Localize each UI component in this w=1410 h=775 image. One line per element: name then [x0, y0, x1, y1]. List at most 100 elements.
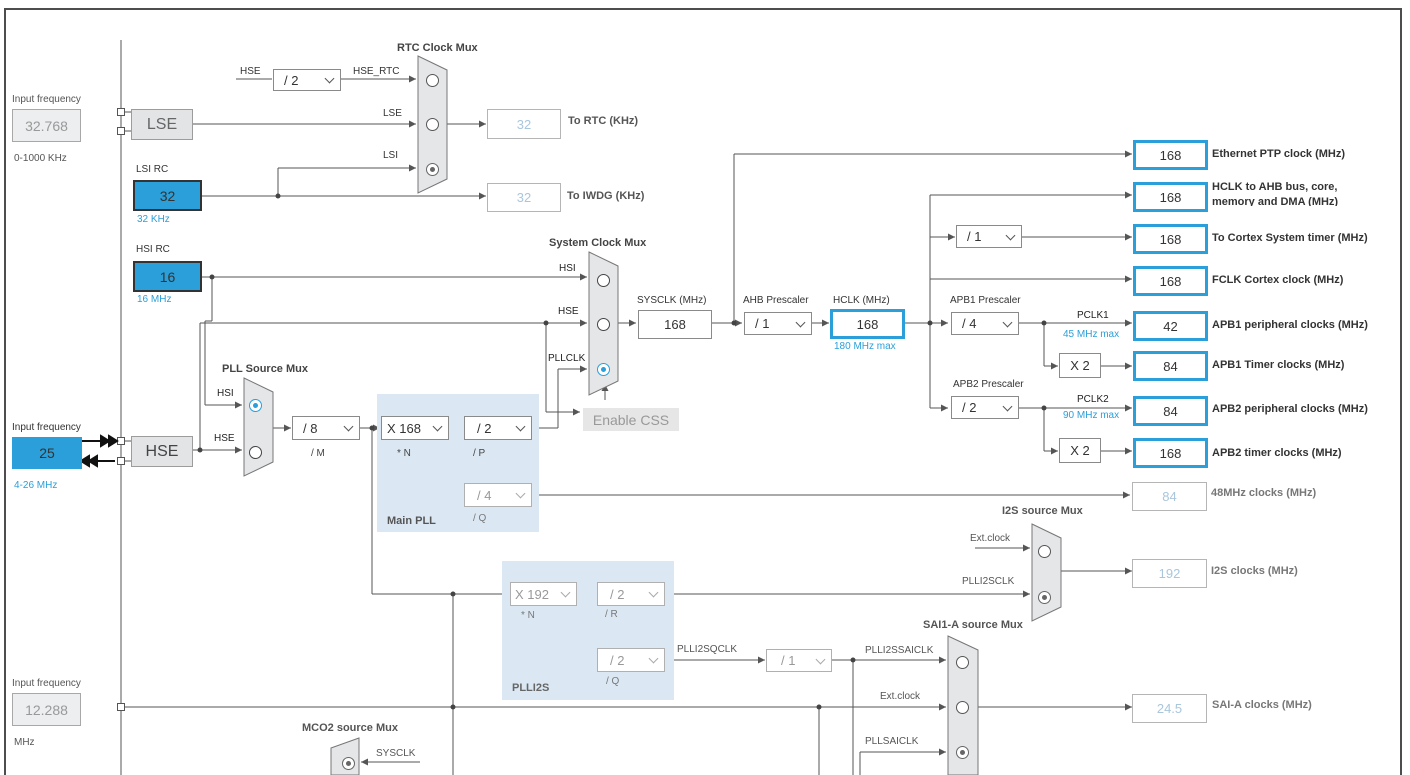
rtc-mux-hse-radio[interactable] — [426, 74, 439, 87]
rtc-lsi-label: LSI — [383, 150, 399, 161]
sai-mux-pllsai-radio[interactable] — [956, 746, 969, 759]
lse-source[interactable]: LSE — [131, 109, 193, 140]
chevron-down-icon — [324, 73, 335, 84]
hclk-max: 180 MHz max — [834, 341, 896, 352]
sysclk-mux-pllclk-radio[interactable] — [597, 363, 610, 376]
chevron-down-icon — [1005, 230, 1016, 240]
plli2s-r-value: / 2 — [610, 586, 625, 602]
main-pll-panel — [377, 394, 539, 532]
hclk-ahb-value[interactable]: 168 — [1133, 182, 1208, 212]
ahb-prescaler-label: AHB Prescaler — [743, 295, 809, 306]
pll-p-label: / P — [473, 448, 486, 459]
plli2s-title: PLLI2S — [512, 682, 550, 694]
sysclk-mux-hse-radio[interactable] — [597, 318, 610, 331]
sai-a-clock-value: 24.5 — [1132, 694, 1207, 723]
hclk-value[interactable]: 168 — [830, 309, 905, 339]
iwdg-output-label: To IWDG (KHz) — [567, 190, 645, 202]
rtc-mux-lse-radio[interactable] — [426, 118, 439, 131]
chevron-down-icon — [795, 317, 806, 327]
ahb-prescaler-select[interactable]: / 1 — [744, 312, 812, 335]
apb1-prescaler-select[interactable]: / 4 — [951, 312, 1019, 335]
i2s-clock-value: 192 — [1132, 559, 1207, 588]
apb2-prescaler-select[interactable]: / 2 — [951, 396, 1019, 419]
plli2s-q-divider[interactable]: / 2 — [597, 648, 665, 672]
chevron-down-icon — [560, 587, 571, 598]
sai-a-clock-label: SAI-A clocks (MHz) — [1212, 699, 1312, 711]
rtc-mux-lsi-radio[interactable] — [426, 163, 439, 176]
i2s-mux-ext-radio[interactable] — [1038, 545, 1051, 558]
chevron-down-icon — [1002, 317, 1013, 327]
pll-p-divider[interactable]: / 2 — [464, 416, 532, 440]
plli2s-r-label: / R — [605, 609, 618, 620]
sai-mux-ext-radio[interactable] — [956, 701, 969, 714]
ahb-prescaler-value: / 1 — [755, 316, 770, 331]
pll-m-label: / M — [311, 448, 325, 459]
hse-source[interactable]: HSE — [131, 436, 193, 467]
hclk-ahb-label-line1: HCLK to AHB bus, core, — [1212, 181, 1338, 193]
lsi-rc-label: LSI RC — [136, 164, 169, 175]
rtc-hse-divider-value: / 2 — [284, 72, 299, 88]
hse-input-label: Input frequency — [12, 422, 81, 433]
hclk-ahb-label: HCLK to AHB bus, core, memory and DMA (M… — [1212, 180, 1338, 206]
apb1-peripheral-value[interactable]: 42 — [1133, 311, 1208, 341]
hsi-rc-source[interactable]: 16 — [133, 261, 202, 292]
sysclk-mux-hsi-radio[interactable] — [597, 274, 610, 287]
pll-source-hsi-label: HSI — [217, 388, 234, 399]
sai-plli2s-divider-value: / 1 — [781, 653, 796, 668]
sysclk-hse-label: HSE — [558, 306, 579, 317]
ethernet-ptp-clock-value[interactable]: 168 — [1133, 140, 1208, 170]
apb2-timer-label: APB2 timer clocks (MHz) — [1212, 447, 1342, 459]
chevron-down-icon — [648, 653, 659, 664]
ethernet-ptp-clock-label: Ethernet PTP clock (MHz) — [1212, 148, 1346, 160]
sai-plli2s-divider[interactable]: / 1 — [766, 649, 832, 672]
sysclk-value[interactable]: 168 — [638, 310, 712, 339]
i2s-input-frequency[interactable]: 12.288 — [12, 693, 81, 726]
rtc-hse-divider[interactable]: / 2 — [273, 69, 341, 91]
apb2-prescaler-label: APB2 Prescaler — [953, 379, 1024, 390]
chevron-down-icon — [343, 421, 354, 432]
apb1-timer-value[interactable]: 84 — [1133, 351, 1208, 381]
48mhz-clock-value: 84 — [1132, 482, 1207, 511]
i2s-mux-pll-radio[interactable] — [1038, 591, 1051, 604]
chevron-down-icon — [515, 421, 526, 432]
plli2s-q-label: / Q — [606, 676, 620, 687]
apb2-timer-value[interactable]: 168 — [1133, 438, 1208, 468]
chevron-down-icon — [815, 654, 826, 664]
apb1-prescaler-value: / 4 — [962, 316, 977, 331]
sai-pllsai-label: PLLSAICLK — [865, 736, 919, 747]
pll-q-divider[interactable]: / 4 — [464, 483, 532, 507]
plli2s-r-divider[interactable]: / 2 — [597, 582, 665, 606]
pclk1-max: 45 MHz max — [1063, 329, 1120, 340]
enable-css-button[interactable]: Enable CSS — [583, 408, 679, 431]
hsi-rc-label: HSI RC — [136, 244, 170, 255]
mco2-mux-title: MCO2 source Mux — [302, 722, 398, 734]
hsi-rc-freq: 16 MHz — [137, 294, 172, 305]
pll-source-hsi-radio[interactable] — [249, 399, 262, 412]
cortex-timer-divider[interactable]: / 1 — [956, 225, 1022, 248]
plli2sqclk-label: PLLI2SQCLK — [677, 644, 738, 655]
lse-input-label: Input frequency — [12, 94, 81, 105]
lsi-rc-source[interactable]: 32 — [133, 180, 202, 211]
lsi-rc-freq: 32 KHz — [137, 214, 170, 225]
pll-source-hse-radio[interactable] — [249, 446, 262, 459]
mco2-mux-sysclk-radio[interactable] — [342, 757, 355, 770]
sai-mux-title: SAI1-A source Mux — [923, 619, 1023, 631]
plli2s-n-multiplier[interactable]: X 192 — [510, 582, 577, 606]
rtc-hse-label: HSE — [240, 66, 261, 77]
pclk2-label: PCLK2 — [1077, 394, 1109, 405]
rtc-output-value: 32 — [487, 109, 561, 139]
i2s-plli2sclk-label: PLLI2SCLK — [962, 576, 1015, 587]
pll-m-divider[interactable]: / 8 — [292, 416, 360, 440]
hse-input-frequency[interactable]: 25 — [12, 437, 82, 469]
fclk-cortex-label: FCLK Cortex clock (MHz) — [1212, 274, 1344, 286]
lse-input-frequency[interactable]: 32.768 — [12, 109, 81, 142]
cortex-system-timer-value[interactable]: 168 — [1133, 224, 1208, 254]
hse-input-range: 4-26 MHz — [14, 480, 58, 491]
sysclk-hsi-label: HSI — [559, 263, 576, 274]
sai-mux-plli2s-radio[interactable] — [956, 656, 969, 669]
fclk-cortex-value[interactable]: 168 — [1133, 266, 1208, 296]
pll-n-value: X 168 — [387, 420, 421, 436]
apb2-peripheral-value[interactable]: 84 — [1133, 396, 1208, 426]
pll-n-multiplier[interactable]: X 168 — [381, 416, 449, 440]
pclk2-max: 90 MHz max — [1063, 410, 1120, 421]
